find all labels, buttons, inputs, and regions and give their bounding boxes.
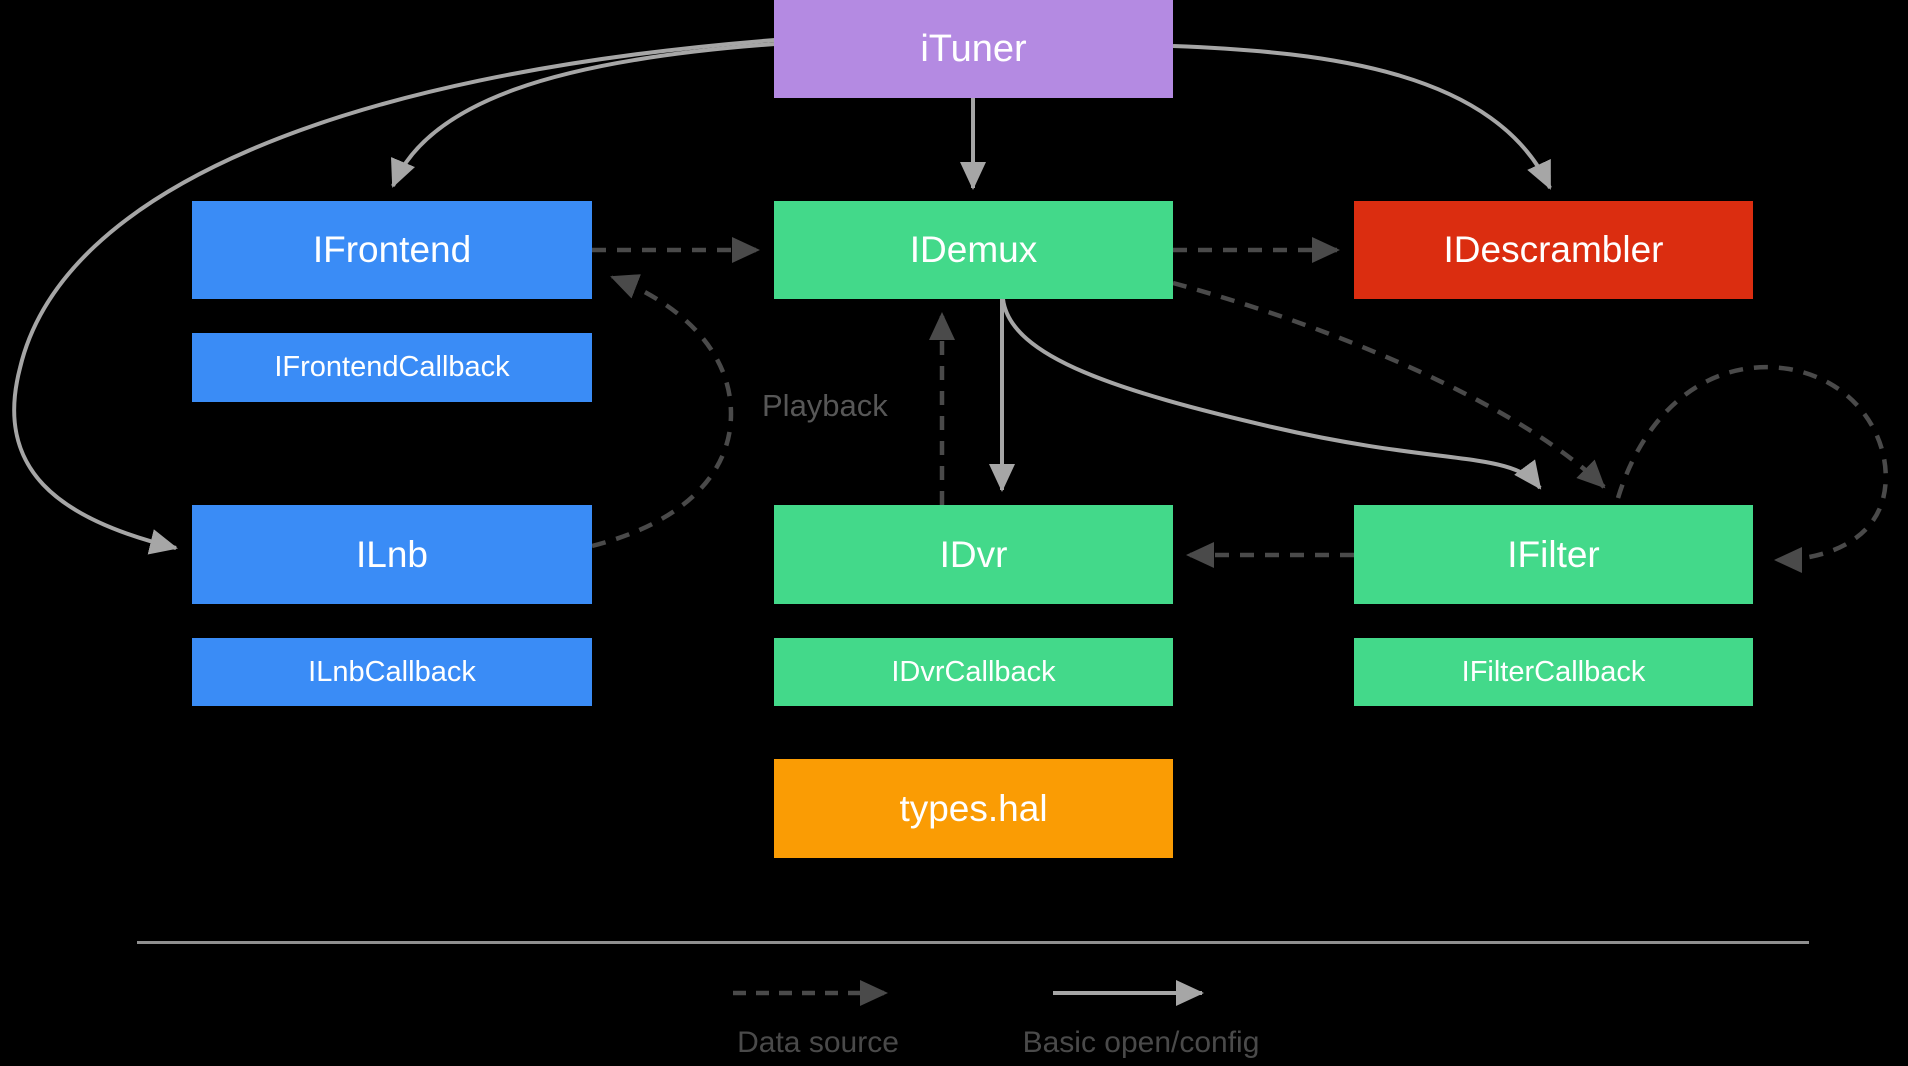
node-ifilter-callback: IFilterCallback (1354, 638, 1753, 706)
node-ifrontend-label: IFrontend (312, 229, 472, 270)
node-idvr-callback: IDvrCallback (774, 638, 1173, 706)
edge-ilnb-to-ifrontend (591, 274, 734, 549)
legend-basic-open-config-label: Basic open/config (1022, 1026, 1260, 1059)
node-ilnb: ILnb (192, 505, 592, 604)
node-ifrontend: IFrontend (192, 201, 592, 299)
node-ifrontend-callback: IFrontendCallback (192, 333, 592, 402)
edge-ituner-to-ilnb (12, 38, 776, 555)
node-ilnb-label: ILnb (355, 533, 428, 575)
node-types-hal: types.hal (774, 759, 1173, 858)
node-idemux: IDemux (774, 201, 1173, 299)
edge-ifilter-self-loop (1615, 364, 1889, 573)
edge-idemux-to-ifilter (1001, 298, 1542, 490)
node-idemux-label: IDemux (909, 229, 1038, 270)
edge-ituner-to-ifrontend (391, 42, 776, 188)
node-ifilter: IFilter (1354, 505, 1753, 604)
node-ilnb-callback: ILnbCallback (192, 638, 592, 706)
node-ifilter-callback-label: IFilterCallback (1461, 655, 1646, 688)
node-idvr: IDvr (774, 505, 1173, 604)
node-types-hal-label: types.hal (899, 787, 1048, 829)
node-idvr-label: IDvr (939, 533, 1008, 575)
legend-divider-line (137, 941, 1809, 944)
edge-idemux-to-ifilter-data (1172, 280, 1606, 489)
node-ifrontend-callback-label: IFrontendCallback (274, 351, 510, 383)
node-idescrambler: IDescrambler (1354, 201, 1753, 299)
node-idescrambler-label: IDescrambler (1443, 229, 1664, 270)
node-ilnb-callback-label: ILnbCallback (308, 655, 476, 688)
legend-data-source-label: Data source (737, 1026, 899, 1059)
node-idvr-callback-label: IDvrCallback (891, 655, 1056, 688)
node-ifilter-label: IFilter (1507, 533, 1600, 575)
node-ituner: iTuner (774, 0, 1173, 98)
edge-ituner-to-idescrambler (1172, 44, 1552, 190)
playback-edge-label: Playback (762, 388, 888, 423)
node-ituner-label: iTuner (920, 27, 1027, 70)
